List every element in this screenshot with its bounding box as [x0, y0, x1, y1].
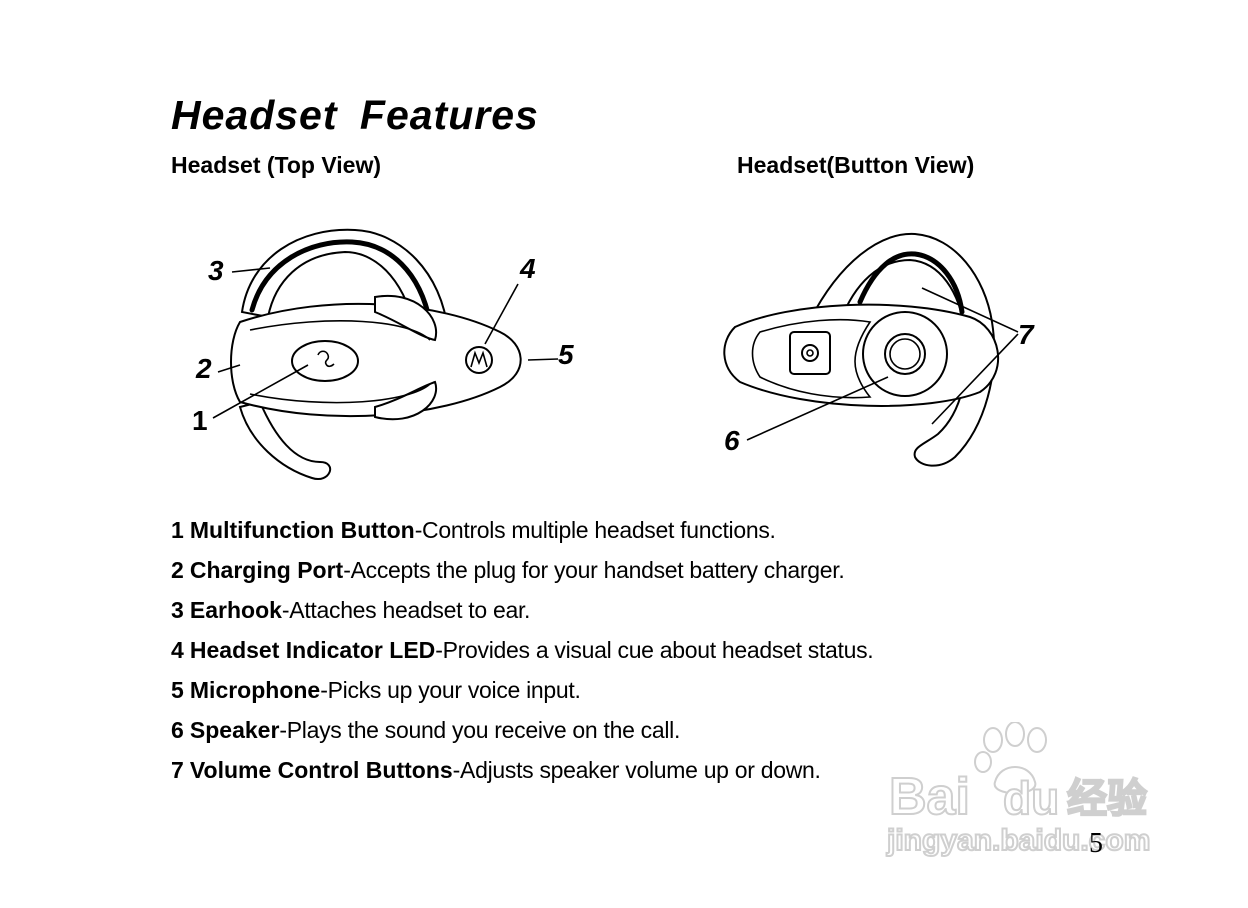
top-view-heading: Headset (Top View) [171, 152, 382, 178]
feature-description: -Provides a visual cue about headset sta… [435, 637, 874, 663]
feature-number: 2 [171, 557, 184, 583]
feature-name: Speaker [189, 717, 280, 743]
headset-button-view-diagram: 6 7 [723, 232, 1035, 467]
feature-description: -Controls multiple headset functions. [414, 517, 776, 543]
feature-description: -Picks up your voice input. [320, 677, 581, 703]
callout-line-4 [484, 283, 519, 345]
feature-name: Headset Indicator LED [189, 637, 436, 663]
baidu-watermark: Bai du 经验 jingyan.baidu.com [885, 722, 1151, 858]
multifunction-button-shape [291, 340, 359, 382]
bottom-view-heading: Headset(Button View) [737, 152, 975, 178]
callout-line-7b [931, 333, 1019, 425]
callout-2: 2 [195, 353, 212, 384]
feature-item: 7 Volume Control Buttons-Adjusts speaker… [171, 754, 873, 794]
feature-number: 5 [171, 677, 184, 703]
callout-1: 1 [192, 405, 208, 436]
feature-number: 6 [171, 717, 184, 743]
speaker-ring [884, 333, 926, 375]
watermark-brand: Bai [889, 768, 970, 826]
feature-item: 1 Multifunction Button-Controls multiple… [171, 514, 873, 554]
feature-number: 1 [171, 517, 184, 543]
callout-line-5 [527, 358, 559, 361]
motorola-logo-icon [470, 350, 488, 368]
headset-top-view-diagram: 3 4 5 2 1 [192, 228, 574, 481]
feature-name: Earhook [189, 597, 282, 623]
speaker-center [889, 338, 921, 370]
feature-name: Charging Port [189, 557, 344, 583]
body-upper-wing [374, 294, 438, 342]
callout-7: 7 [1018, 319, 1035, 350]
earhook-band [857, 251, 965, 315]
feature-item: 4 Headset Indicator LED-Provides a visua… [171, 634, 874, 674]
paw-icon [974, 722, 1047, 795]
body-inner-line [249, 320, 431, 341]
feature-number: 4 [171, 637, 184, 663]
feature-number: 3 [171, 597, 184, 623]
callout-line-6 [746, 376, 889, 441]
earhook-outline [808, 232, 996, 467]
feature-list: 1 Multifunction Button-Controls multiple… [171, 514, 874, 794]
headset-body [723, 303, 999, 407]
body-inner-line [751, 318, 872, 399]
led-indicator-shape [465, 346, 493, 374]
callout-line-1 [212, 364, 309, 419]
callout-4: 4 [519, 253, 536, 284]
feature-number: 7 [171, 757, 184, 783]
feature-name: Microphone [189, 677, 321, 703]
callout-3: 3 [208, 255, 224, 286]
feature-name: Multifunction Button [189, 517, 415, 543]
page-number: 5 [1089, 828, 1103, 859]
feature-description: -Adjusts speaker volume up or down. [452, 757, 821, 783]
feature-description: -Attaches headset to ear. [281, 597, 531, 623]
page-title: Headset Features [171, 92, 539, 138]
callout-line-7a [921, 287, 1019, 333]
body-inner-line-low [249, 383, 431, 404]
watermark-site: jingyan.baidu.com [886, 824, 1150, 857]
port-pin [806, 349, 814, 357]
feature-item: 6 Speaker-Plays the sound you receive on… [171, 714, 873, 754]
body-lower-wing [374, 380, 438, 421]
callout-5: 5 [558, 339, 574, 370]
feature-item: 3 Earhook-Attaches headset to ear. [171, 594, 873, 634]
feature-item: 5 Microphone-Picks up your voice input. [171, 674, 873, 714]
earhook-band [249, 239, 433, 325]
earhook-lower [238, 400, 332, 481]
watermark-jingyan: 经验 [1067, 777, 1147, 821]
callout-line-3 [231, 267, 271, 273]
feature-name: Volume Control Buttons [189, 757, 453, 783]
callout-6: 6 [724, 425, 740, 456]
feature-description: -Plays the sound you receive on the call… [279, 717, 681, 743]
watermark-du: du [1003, 772, 1059, 824]
callout-line-2 [217, 364, 241, 373]
feature-item: 2 Charging Port-Accepts the plug for you… [171, 554, 873, 594]
phone-icon [317, 350, 335, 368]
port-ring [801, 344, 819, 362]
feature-description: -Accepts the plug for your handset batte… [343, 557, 845, 583]
